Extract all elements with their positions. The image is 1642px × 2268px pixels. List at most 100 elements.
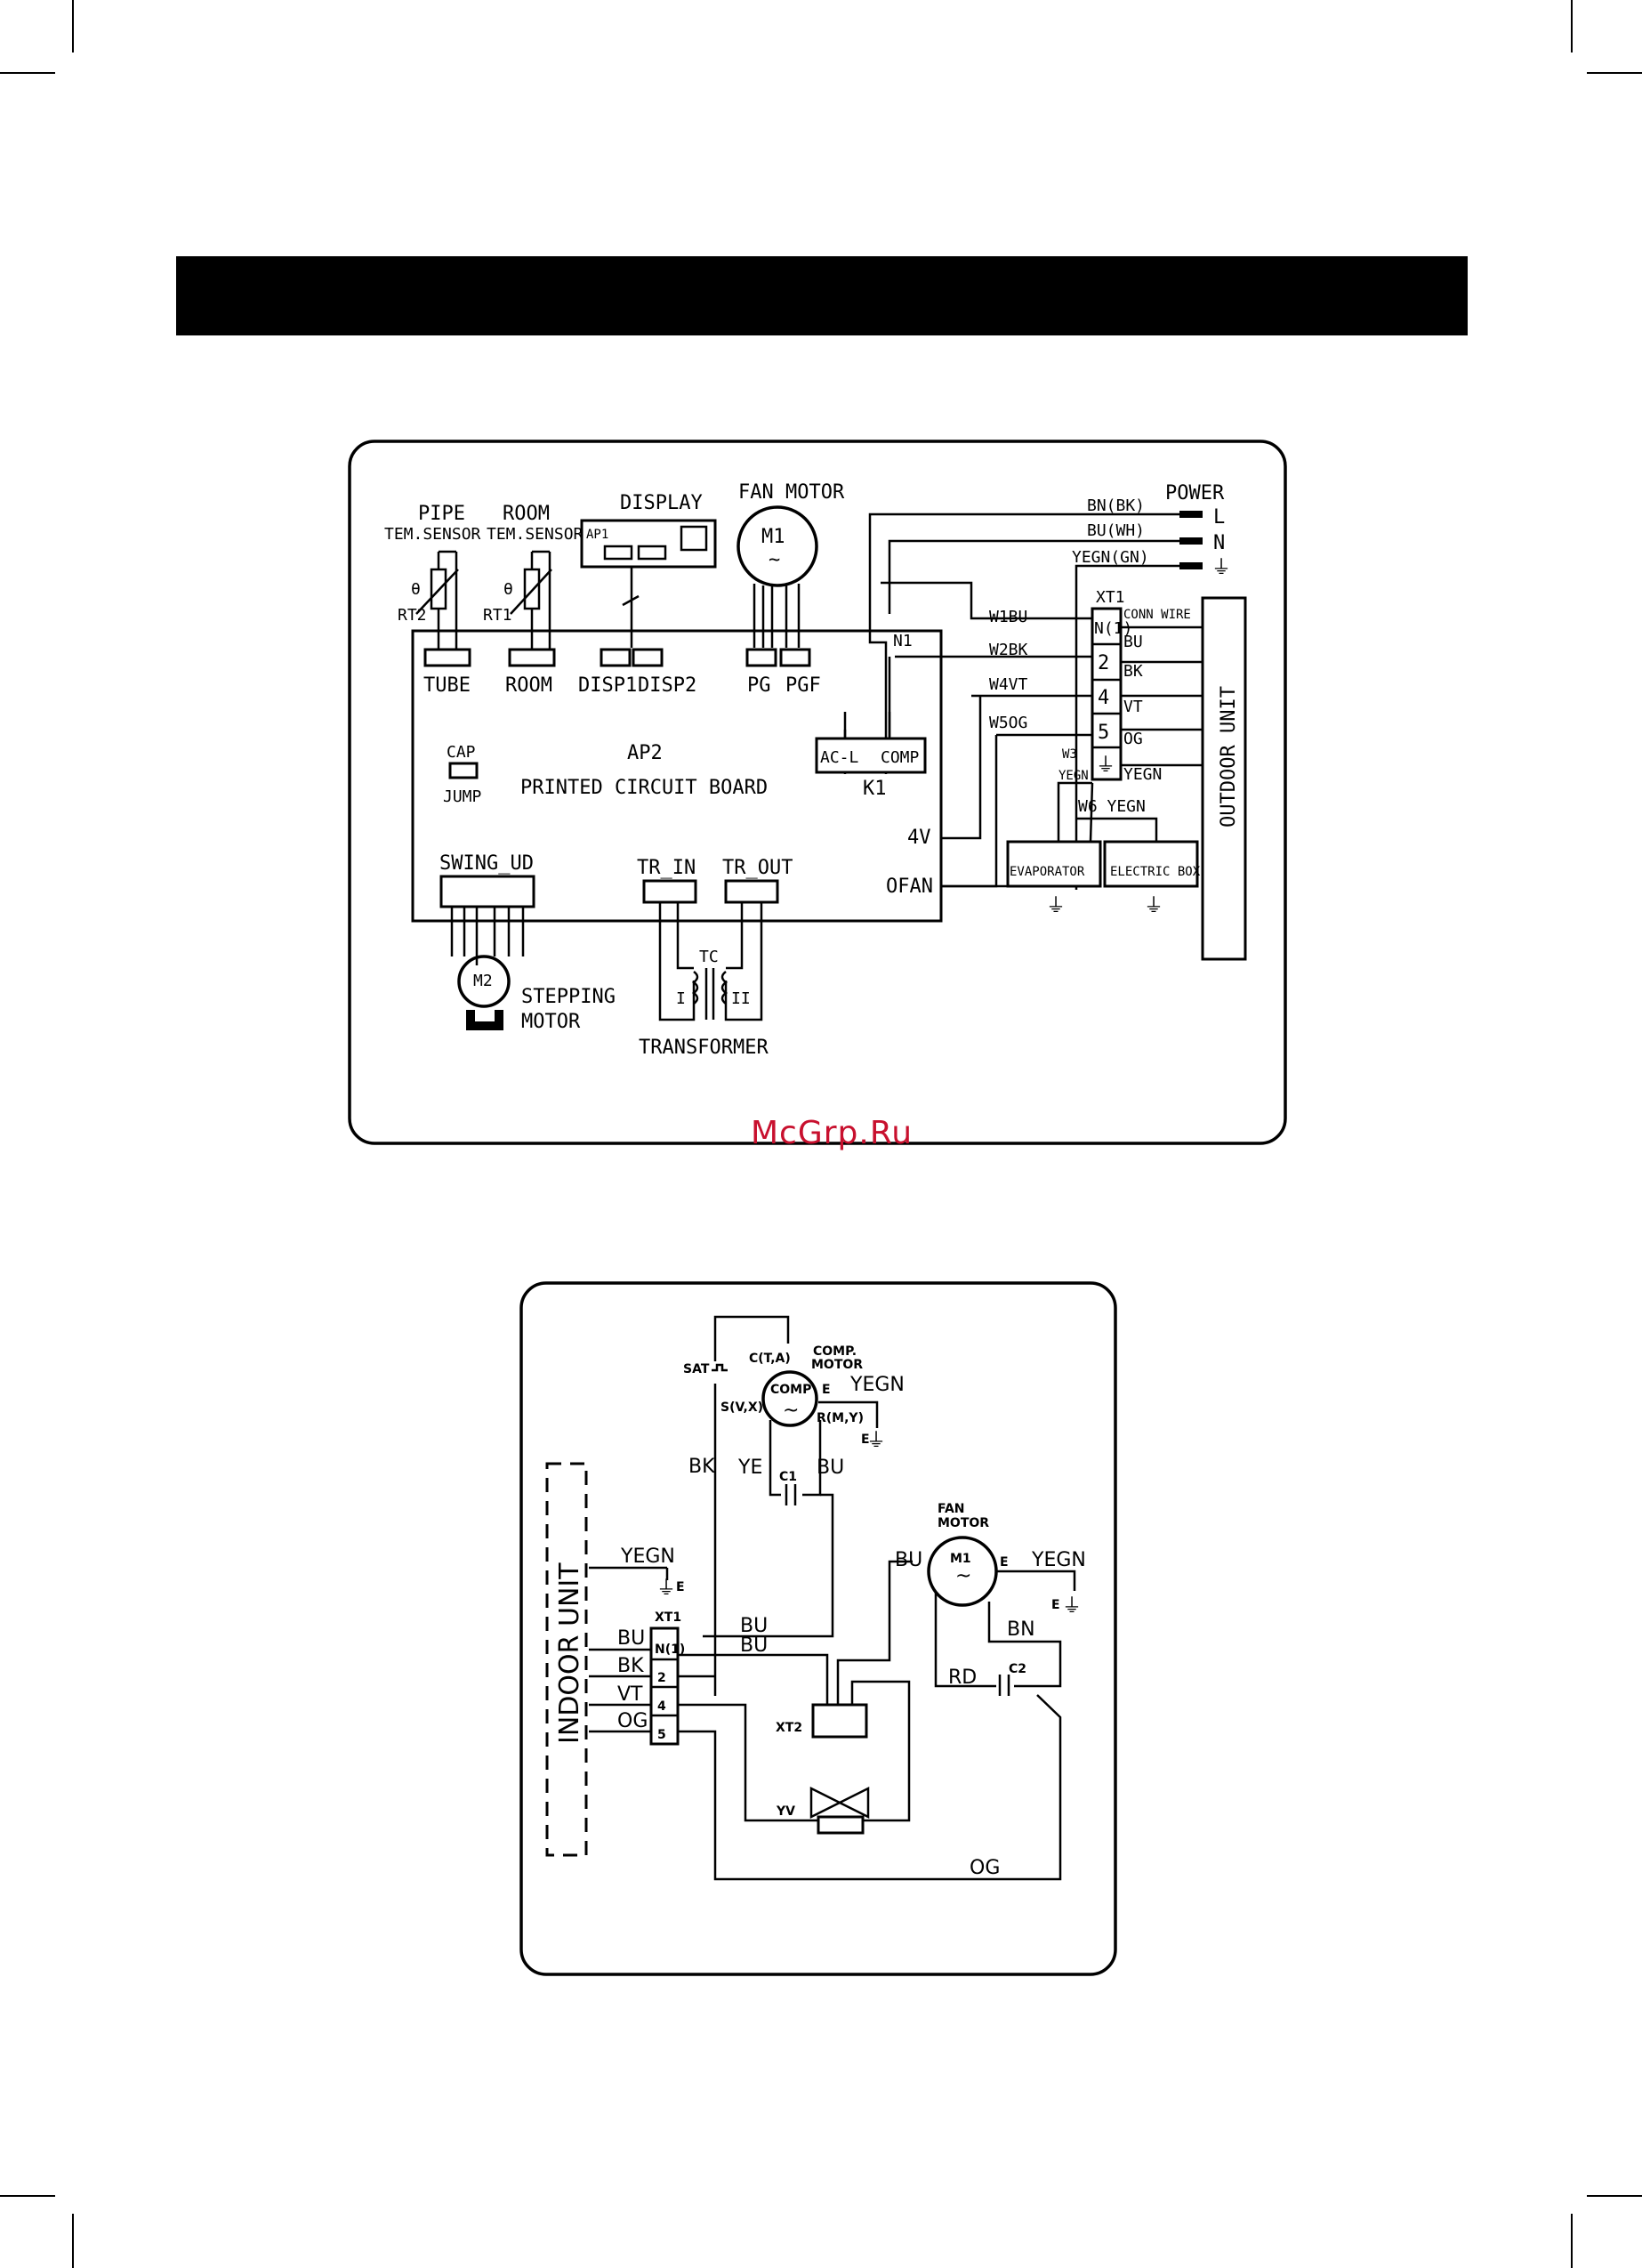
xt1-right-bu-2: BU <box>740 1634 768 1657</box>
fan-title-1: FAN <box>938 1502 965 1516</box>
out-ofan-label: OFAN <box>886 876 933 898</box>
section-header-bar <box>176 256 1468 335</box>
tube-port-label: TUBE <box>423 674 471 697</box>
xt1-outdoor-slot-2: 2 <box>657 1671 666 1685</box>
crop-mark <box>1587 2195 1642 2197</box>
comp-motor-title-2: MOTOR <box>811 1358 863 1372</box>
xt1-side-bu: BU <box>1123 633 1143 651</box>
xt1-outdoor-slot-4: 4 <box>657 1699 666 1714</box>
indoor-yegn-label: YEGN <box>620 1546 675 1568</box>
electric-box-label: ELECTRIC BOX <box>1110 865 1201 879</box>
wire-w4vt: W4VT <box>989 675 1028 694</box>
pipe-type-label: TEM.SENSOR <box>384 525 481 544</box>
room-connector <box>508 648 556 667</box>
pcb-label: PRINTED CIRCUIT BOARD <box>520 777 768 799</box>
fan-rd-label: RD <box>948 1667 977 1689</box>
disp2-label: DISP2 <box>638 674 696 697</box>
sat-switch-icon <box>712 1363 728 1372</box>
relay-k1-box <box>815 737 927 774</box>
fan-yegn-label: YEGN <box>1031 1549 1086 1571</box>
wire-w1bu: W1BU <box>989 608 1027 626</box>
sat-label: SAT <box>683 1362 710 1376</box>
ground-icon: ⏚ <box>1062 1595 1082 1618</box>
ground-icon: ⏚ <box>656 1578 676 1600</box>
led-icon <box>637 545 667 561</box>
wire-w5og: W5OG <box>989 714 1027 732</box>
fan-ground-e-label: E <box>1051 1598 1060 1612</box>
cap-label: CAP <box>447 743 476 762</box>
w6-yegn-label: W6 YEGN <box>1078 797 1146 816</box>
disp1-label: DISP1 <box>578 674 637 697</box>
evaporator-box <box>1006 840 1102 888</box>
crop-mark <box>72 0 74 52</box>
xt1-side-og: OG <box>1123 730 1143 748</box>
tr-out-connector <box>724 879 779 904</box>
w3-yegn-label: YEGN <box>1058 769 1089 783</box>
stepping-motor-m2-icon <box>457 955 511 1008</box>
tc-label: TC <box>699 948 719 966</box>
digit-display-icon <box>680 525 708 552</box>
fan-bu-label: BU <box>895 1549 922 1571</box>
xt1-outdoor-label: XT1 <box>655 1610 681 1625</box>
comp-r-pin: R(M,Y) <box>817 1411 864 1425</box>
indoor-e-label: E <box>676 1580 685 1594</box>
room-type-label: TEM.SENSOR <box>487 525 584 544</box>
thermistor-rt2-icon: θ <box>411 550 459 650</box>
comp-symbol: ~ <box>783 1400 799 1422</box>
ground-icon: ⏚ <box>1046 895 1066 917</box>
electric-box <box>1103 840 1199 888</box>
crop-mark <box>0 2195 55 2197</box>
pipe-label: PIPE <box>418 503 465 525</box>
power-wire-yegn: YEGN(GN) <box>1072 548 1149 567</box>
indoor-wiring-diagram: AP2 PRINTED CIRCUIT BOARD PIPE TEM.SENSO… <box>348 440 1287 1145</box>
tr-in-connector <box>642 879 697 904</box>
transformer-coil-icon <box>720 971 728 1005</box>
xt1-side-vt: VT <box>1123 698 1143 716</box>
comp-e-pin: E <box>822 1383 831 1397</box>
w3-label: W3 <box>1062 747 1077 762</box>
compressor-icon <box>761 1370 818 1427</box>
xt1-left-og: OG <box>617 1710 648 1732</box>
xt1-right-bu-1: BU <box>740 1615 768 1637</box>
fan-m1-symbol-outdoor: ~ <box>955 1565 971 1587</box>
stepping-label: STEPPING <box>521 986 616 1008</box>
c2-label: C2 <box>1009 1662 1026 1676</box>
watermark: McGrp.Ru <box>750 1115 914 1151</box>
pgf-label: PGF <box>785 674 821 697</box>
xt1-outdoor-slot-n1: N(1) <box>655 1642 685 1657</box>
disp1-connector <box>600 648 632 667</box>
cap-jump-connector <box>448 762 479 779</box>
crop-mark <box>1571 2214 1573 2268</box>
wire-bu-label: BU <box>817 1457 844 1479</box>
xt1-slot-4: 4 <box>1098 687 1109 709</box>
valve-icon <box>809 1786 870 1820</box>
crop-mark <box>72 2214 74 2268</box>
xt1-terminal-block <box>1091 607 1123 781</box>
tube-connector <box>423 648 471 667</box>
m2-label: M2 <box>473 972 493 990</box>
power-wire-bu: BU(WH) <box>1087 521 1145 540</box>
rt2-label: RT2 <box>398 606 427 625</box>
fan-m1-symbol: ~ <box>769 549 780 571</box>
terminal-n-label: N <box>1213 532 1225 554</box>
wire-ye-label: YE <box>737 1457 762 1479</box>
motor-label: MOTOR <box>521 1011 581 1033</box>
svg-text:θ: θ <box>503 580 513 599</box>
k1-label: K1 <box>863 778 887 800</box>
xt2-block <box>811 1703 868 1739</box>
valve-coil <box>817 1815 865 1835</box>
disp2-connector <box>632 648 664 667</box>
transformer-coil-icon <box>691 971 699 1005</box>
xt1-slot-5: 5 <box>1098 722 1109 744</box>
fan-bn-label: BN <box>1007 1618 1035 1641</box>
swing-ud-label: SWING_UD <box>439 852 534 875</box>
xt1-left-vt: VT <box>617 1683 643 1706</box>
terminal-n-icon <box>1179 537 1203 545</box>
fan-motor-title: FAN MOTOR <box>738 481 845 504</box>
fan-e-label: E <box>1000 1555 1009 1570</box>
crop-mark <box>0 72 55 74</box>
winding-ii-label: II <box>731 989 751 1008</box>
comp-yegn-label: YEGN <box>849 1374 905 1396</box>
